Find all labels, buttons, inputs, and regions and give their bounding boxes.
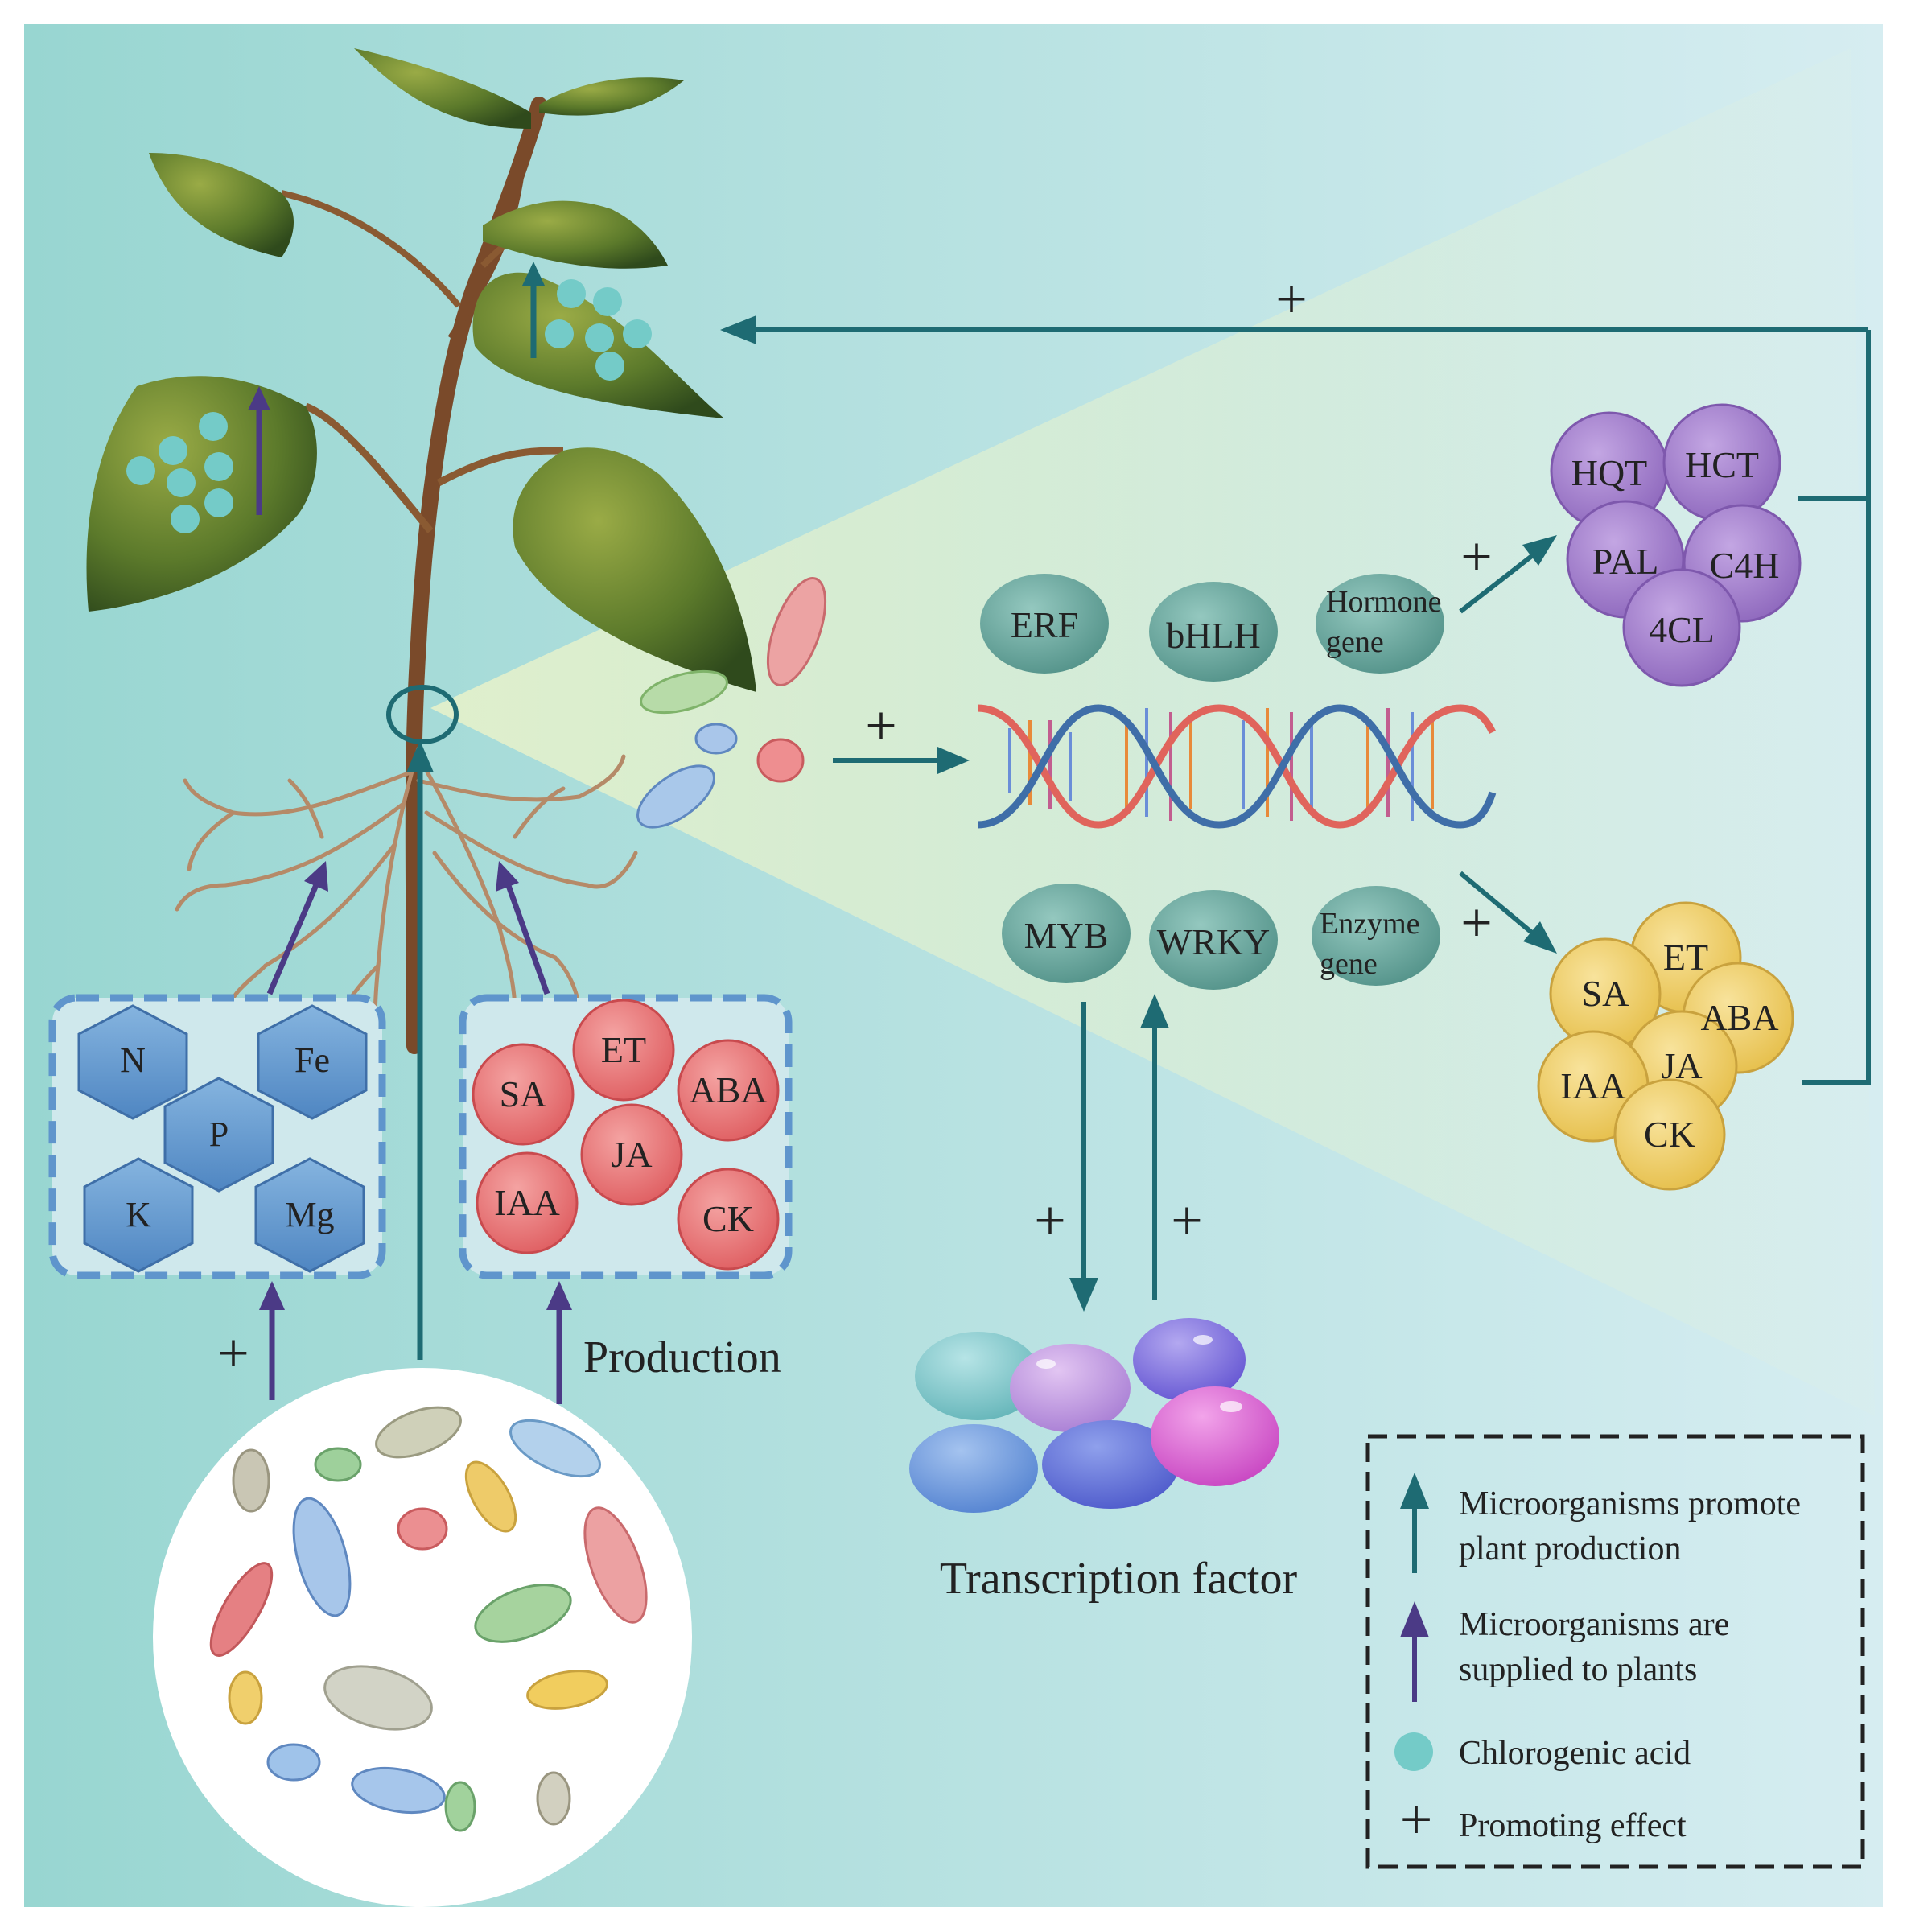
hex-mg: Mg — [254, 1157, 365, 1273]
legend-teal-line-1: Microorganisms promote — [1459, 1485, 1801, 1522]
enzyme-4cl-label: 4CL — [1649, 609, 1715, 650]
right-ja-label: JA — [1661, 1045, 1702, 1086]
leaf-upper-left — [149, 153, 294, 257]
tf-enzyme-gene-label-2: gene — [1320, 947, 1378, 981]
plus-hormone-enzymes: + — [1460, 526, 1492, 588]
teal-arrow-to-enzymes — [1459, 553, 1534, 614]
root-aba-label: ABA — [689, 1069, 767, 1110]
production-label: Production — [583, 1333, 781, 1382]
plus-feedback: + — [1275, 269, 1307, 331]
legend-purple-arrow-icon — [1400, 1601, 1429, 1637]
legend-chlorogenic-label: Chlorogenic acid — [1459, 1735, 1691, 1772]
tf-erf-label: ERF — [1011, 604, 1078, 645]
nutrient-hexagons: N Fe P K Mg — [77, 1004, 368, 1273]
tf-hormone-gene-label-1: Hormone — [1326, 585, 1442, 619]
feedback-bracket — [1798, 330, 1871, 1085]
root-sa-label: SA — [500, 1073, 547, 1114]
legend-chlorogenic-icon — [1394, 1732, 1433, 1771]
hex-p: P — [163, 1077, 274, 1193]
zoom-beam — [430, 48, 1875, 1416]
enzyme-hct-label: HCT — [1685, 444, 1759, 485]
tf-enzyme-gene-label-1: Enzyme — [1320, 907, 1420, 941]
hex-mg-label: Mg — [285, 1195, 334, 1234]
teal-arrow-to-hormones — [1459, 871, 1534, 936]
tf-wrky-label: WRKY — [1157, 921, 1271, 962]
enzyme-hqt-label: HQT — [1571, 452, 1648, 493]
chlorogenic-dots-left — [126, 412, 233, 533]
plus-microbe-dna: + — [865, 695, 896, 757]
plus-tf-up: + — [1171, 1190, 1202, 1252]
tf-upper-blobs — [980, 574, 1444, 682]
stem-highlight-circle — [386, 685, 459, 744]
legend-teal-line-2: plant production — [1459, 1530, 1681, 1567]
leaf-top — [354, 48, 531, 129]
root-iaa-label: IAA — [494, 1182, 560, 1223]
right-et-label: ET — [1663, 937, 1708, 978]
purple-arrow-nutrients — [266, 879, 321, 995]
plus-tf-down: + — [1034, 1190, 1065, 1252]
hex-k: K — [83, 1157, 194, 1273]
plus-enzyme-hormones: + — [1460, 892, 1492, 954]
root-ja-label: JA — [611, 1134, 652, 1175]
legend-purple-line-2: supplied to plants — [1459, 1651, 1697, 1688]
legend-plus-icon: + — [1400, 1787, 1433, 1852]
legend: Microorganisms promote plant production … — [1365, 1434, 1865, 1869]
hex-n-label: N — [120, 1040, 146, 1080]
hex-k-label: K — [126, 1195, 151, 1234]
dna-helix — [977, 704, 1497, 829]
tf-lower-blobs — [1002, 884, 1440, 990]
root-hormone-balls — [472, 999, 780, 1271]
microbes — [209, 1406, 648, 1832]
right-iaa-label: IAA — [1560, 1065, 1626, 1106]
enzyme-c4h-label: C4H — [1710, 545, 1780, 586]
tf-myb-label: MYB — [1024, 915, 1109, 956]
hex-fe: Fe — [257, 1004, 368, 1120]
legend-box — [1365, 1434, 1865, 1869]
tf-hormone-gene-label-2: gene — [1326, 625, 1384, 659]
hex-fe-label: Fe — [294, 1040, 330, 1080]
enzyme-pal-label: PAL — [1592, 541, 1659, 582]
right-aba-label: ABA — [1700, 997, 1778, 1038]
plus-microbe-nutrients: + — [217, 1323, 249, 1385]
root-ck-label: CK — [702, 1198, 754, 1239]
legend-teal-arrow-icon — [1400, 1473, 1429, 1509]
purple-arrow-hormones — [504, 879, 550, 995]
hex-n: N — [77, 1004, 188, 1120]
hormone-cluster-right — [1537, 901, 1794, 1191]
hex-p-label: P — [209, 1114, 229, 1154]
chlorogenic-dots-right — [545, 279, 652, 381]
legend-purple-line-1: Microorganisms are — [1459, 1606, 1729, 1643]
leaf-top-right — [539, 77, 684, 116]
transcription-factor-label: Transcription factor — [940, 1554, 1298, 1604]
right-ck-label: CK — [1644, 1114, 1695, 1155]
right-sa-label: SA — [1582, 973, 1629, 1014]
leaf-right-large — [513, 447, 756, 692]
legend-promoting-label: Promoting effect — [1459, 1807, 1687, 1844]
plant — [86, 48, 756, 1057]
tf-bhlh-label: bHLH — [1166, 615, 1261, 656]
leaf-upper-right — [483, 200, 668, 269]
plant-stem — [405, 97, 547, 1054]
beam-microbes — [636, 577, 827, 829]
transcription-factor-pills — [909, 1318, 1279, 1513]
root-et-label: ET — [601, 1029, 646, 1070]
enzyme-cluster — [1550, 403, 1802, 687]
